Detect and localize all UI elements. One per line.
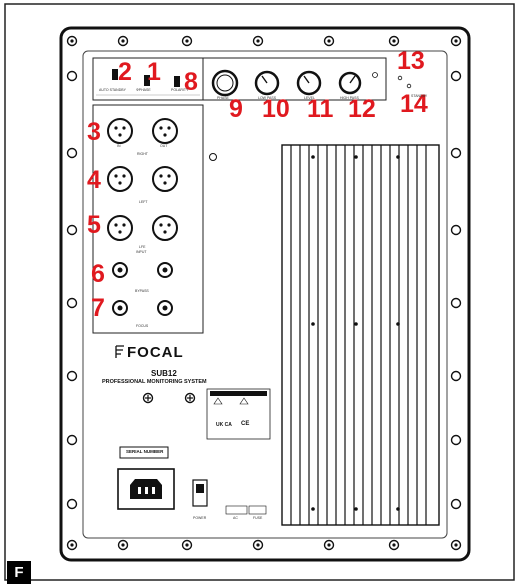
right-label: RIGHT — [137, 152, 148, 156]
level-knob[interactable] — [296, 70, 322, 96]
io-module — [92, 104, 204, 334]
serial-number-box — [119, 446, 169, 459]
callout-11: 11 — [307, 95, 334, 123]
level-label: LEVEL — [304, 96, 315, 100]
left-label: LEFT — [139, 200, 148, 204]
power-switch[interactable] — [192, 479, 208, 507]
model-name: SUB12 — [151, 369, 177, 378]
phase-knob[interactable] — [211, 69, 239, 97]
callout-7: 7 — [91, 294, 105, 322]
callout-9: 9 — [229, 95, 243, 123]
phase-switch-label: ΦPHASE — [136, 88, 151, 92]
high-pass-knob[interactable] — [338, 71, 362, 95]
figure-label: F — [7, 561, 31, 584]
panel-screw — [209, 153, 217, 161]
warning-label — [206, 388, 271, 440]
iec-power-inlet[interactable] — [117, 468, 175, 510]
callout-10: 10 — [262, 95, 290, 123]
polarity-label: POLARITY — [171, 88, 189, 92]
fuse-box — [248, 505, 267, 515]
ce-mark: CE — [241, 421, 250, 427]
callout-4: 4 — [87, 166, 101, 194]
perimeter-screws — [66, 35, 462, 551]
ac-label: AC — [233, 516, 238, 520]
xlr-right-in-label: IN — [117, 144, 121, 148]
standby-led — [397, 75, 403, 81]
high-pass-label: HIGH PASS — [340, 96, 359, 100]
callout-13: 13 — [397, 47, 425, 75]
voltage-box — [225, 505, 248, 515]
standby-label: STANDBY — [411, 94, 428, 98]
focal-logo-icon — [115, 345, 124, 358]
top-small-screw — [372, 72, 378, 78]
callout-2: 2 — [118, 58, 132, 86]
callout-12: 12 — [348, 95, 376, 123]
auto-standby-switch[interactable] — [112, 69, 118, 80]
fuse-label: FUSE — [253, 516, 263, 520]
focus-label: FOCUS — [136, 324, 149, 328]
phase-switch[interactable] — [144, 75, 150, 86]
low-pass-knob[interactable] — [254, 70, 280, 96]
bypass-label: BYPASS — [135, 289, 149, 293]
lfe-label: LFE — [139, 245, 146, 249]
callout-14: 14 — [400, 90, 428, 118]
callout-3: 3 — [87, 118, 101, 146]
callout-1: 1 — [147, 58, 161, 86]
callout-6: 6 — [91, 260, 105, 288]
xlr-right-out-label: OUT — [160, 144, 168, 148]
input-label: INPUT — [136, 250, 147, 254]
low-pass-label: LOW PASS — [258, 96, 277, 100]
callout-8: 8 — [184, 68, 198, 96]
auto-standby-label: AUTO STANDBY — [99, 88, 126, 92]
serial-number-label: SERIAL NUMBER — [126, 449, 164, 454]
ukca-mark: UK CA — [216, 422, 232, 428]
brand-logo-text: FOCAL — [127, 344, 184, 361]
power-label: POWER — [193, 516, 207, 520]
polarity-switch[interactable] — [174, 76, 180, 87]
heatsink — [281, 144, 440, 526]
phase-knob-label: PHASE — [217, 96, 229, 100]
power-led — [406, 83, 412, 89]
callout-5: 5 — [87, 211, 101, 239]
xlr-connectors[interactable] — [107, 118, 178, 241]
plate-inner-edge — [82, 50, 448, 539]
model-subtitle: PROFESSIONAL MONITORING SYSTEM — [102, 379, 207, 385]
